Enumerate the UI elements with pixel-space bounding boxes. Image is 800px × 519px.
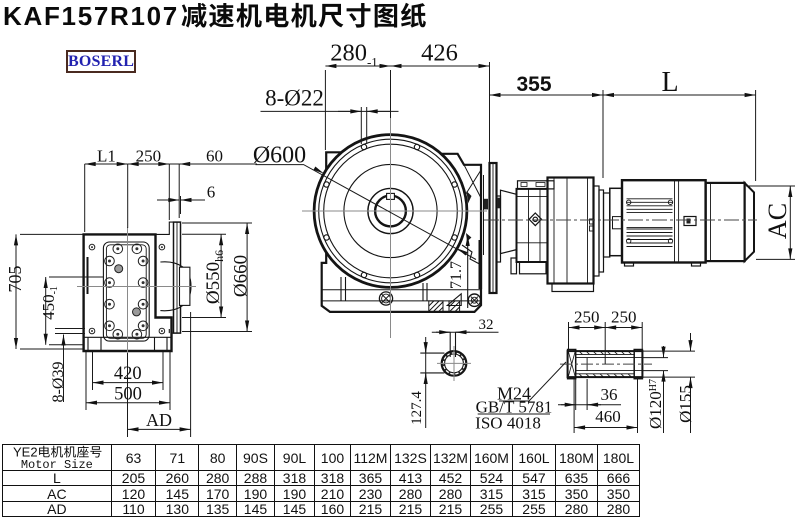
svg-text:450-1: 450-1 xyxy=(39,286,60,320)
svg-text:Ø660: Ø660 xyxy=(231,255,252,297)
svg-text:8-Ø22: 8-Ø22 xyxy=(265,86,324,111)
svg-text:6: 6 xyxy=(207,183,216,202)
svg-text:500: 500 xyxy=(114,385,142,405)
svg-text:L1: L1 xyxy=(97,147,116,166)
svg-text:32: 32 xyxy=(479,317,494,333)
svg-text:M24: M24 xyxy=(497,384,531,404)
svg-text:280-1: 280-1 xyxy=(330,40,378,70)
svg-text:420: 420 xyxy=(114,364,142,384)
svg-text:250: 250 xyxy=(574,308,600,327)
svg-text:8-Ø39: 8-Ø39 xyxy=(50,362,67,403)
svg-text:426: 426 xyxy=(421,40,458,67)
svg-text:AD: AD xyxy=(146,410,172,430)
svg-text:127.4: 127.4 xyxy=(409,391,425,425)
svg-text:GB/T 5781: GB/T 5781 xyxy=(476,398,553,417)
svg-text:ISO 4018: ISO 4018 xyxy=(475,414,541,433)
svg-text:705: 705 xyxy=(5,266,25,293)
svg-text:36: 36 xyxy=(601,385,618,404)
svg-text:250: 250 xyxy=(136,147,162,166)
svg-text:Ø600: Ø600 xyxy=(253,143,306,169)
svg-text:Ø120H7: Ø120H7 xyxy=(646,379,665,429)
svg-text:AC: AC xyxy=(763,203,792,239)
svg-text:460: 460 xyxy=(595,407,621,426)
svg-text:Ø155: Ø155 xyxy=(676,385,695,423)
svg-text:60: 60 xyxy=(206,147,223,166)
svg-text:71.7: 71.7 xyxy=(448,261,465,289)
svg-text:L: L xyxy=(661,67,678,98)
svg-text:250: 250 xyxy=(611,308,637,327)
svg-text:Ø550h6: Ø550h6 xyxy=(203,250,226,304)
svg-text:355: 355 xyxy=(516,73,551,96)
